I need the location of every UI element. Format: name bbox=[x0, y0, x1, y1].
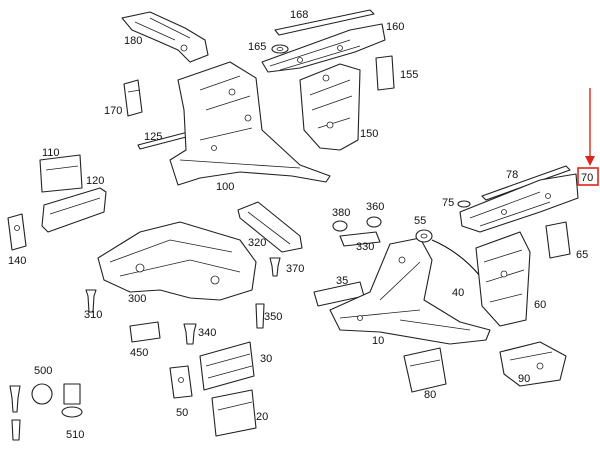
callout-80: 80 bbox=[424, 389, 436, 401]
part-310 bbox=[85, 289, 97, 313]
part-150 bbox=[299, 63, 361, 151]
callout-340: 340 bbox=[198, 327, 216, 339]
callout-100: 100 bbox=[216, 181, 234, 193]
part-78 bbox=[481, 165, 571, 201]
part-55 bbox=[415, 229, 433, 243]
part-30 bbox=[199, 341, 255, 391]
part-120 bbox=[41, 187, 107, 233]
part-450 bbox=[129, 321, 161, 343]
callout-30: 30 bbox=[260, 353, 272, 365]
part-340 bbox=[183, 323, 197, 345]
part-65 bbox=[545, 221, 571, 259]
callout-90: 90 bbox=[518, 373, 530, 385]
part-155 bbox=[375, 55, 395, 91]
callout-60: 60 bbox=[534, 299, 546, 311]
callout-350: 350 bbox=[264, 311, 282, 323]
callout-78: 78 bbox=[506, 169, 518, 181]
part-320 bbox=[237, 201, 303, 253]
part-140 bbox=[7, 213, 27, 251]
callout-150: 150 bbox=[360, 128, 378, 140]
part-40 bbox=[431, 239, 481, 277]
callout-75: 75 bbox=[442, 197, 454, 209]
callout-110: 110 bbox=[42, 147, 60, 159]
part-20 bbox=[211, 389, 257, 437]
part-50 bbox=[169, 365, 193, 399]
callout-120: 120 bbox=[86, 175, 104, 187]
part-330 bbox=[339, 231, 381, 247]
part-350 bbox=[255, 303, 265, 329]
callout-140: 140 bbox=[8, 255, 26, 267]
callout-450: 450 bbox=[130, 347, 148, 359]
callout-10: 10 bbox=[372, 335, 384, 347]
callout-160: 160 bbox=[386, 21, 404, 33]
part-80 bbox=[403, 347, 447, 393]
part-160 bbox=[261, 23, 386, 73]
callout-125: 125 bbox=[144, 131, 162, 143]
callout-168: 168 bbox=[290, 9, 308, 21]
callout-180: 180 bbox=[124, 35, 142, 47]
callout-370: 370 bbox=[286, 263, 304, 275]
callout-155: 155 bbox=[400, 69, 418, 81]
part-90 bbox=[499, 341, 567, 387]
callout-20: 20 bbox=[256, 411, 268, 423]
highlight-box-70 bbox=[577, 167, 599, 186]
part-170 bbox=[123, 79, 143, 117]
callout-55: 55 bbox=[414, 215, 426, 227]
part-380 bbox=[332, 220, 348, 232]
callout-320: 320 bbox=[248, 237, 266, 249]
part-110 bbox=[39, 154, 83, 193]
part-10 bbox=[329, 237, 491, 345]
callout-165: 165 bbox=[248, 41, 266, 53]
highlight-arrow-head bbox=[585, 156, 595, 166]
part-100 bbox=[169, 61, 331, 186]
part-180 bbox=[121, 11, 209, 63]
callout-300: 300 bbox=[128, 293, 146, 305]
part-370 bbox=[269, 257, 281, 277]
part-70 bbox=[459, 173, 579, 233]
callout-500: 500 bbox=[34, 365, 52, 377]
callout-330: 330 bbox=[356, 241, 374, 253]
callout-labels: 180 168 160 165 155 150 170 125 100 110 … bbox=[8, 9, 593, 441]
callout-35: 35 bbox=[336, 275, 348, 287]
callout-50: 50 bbox=[176, 407, 188, 419]
callout-380: 380 bbox=[332, 207, 350, 219]
part-165 bbox=[271, 44, 289, 54]
callout-70: 70 bbox=[581, 172, 593, 184]
part-360 bbox=[366, 216, 382, 228]
part-510 bbox=[61, 383, 83, 418]
part-500 bbox=[9, 383, 53, 441]
callout-170: 170 bbox=[104, 105, 122, 117]
part-60 bbox=[475, 231, 531, 327]
callout-310: 310 bbox=[84, 309, 102, 321]
callout-65: 65 bbox=[576, 249, 588, 261]
callout-40: 40 bbox=[452, 287, 464, 299]
part-168 bbox=[274, 9, 375, 36]
part-75 bbox=[457, 200, 471, 208]
callout-360: 360 bbox=[366, 201, 384, 213]
part-300 bbox=[97, 221, 257, 301]
callout-510: 510 bbox=[66, 429, 84, 441]
